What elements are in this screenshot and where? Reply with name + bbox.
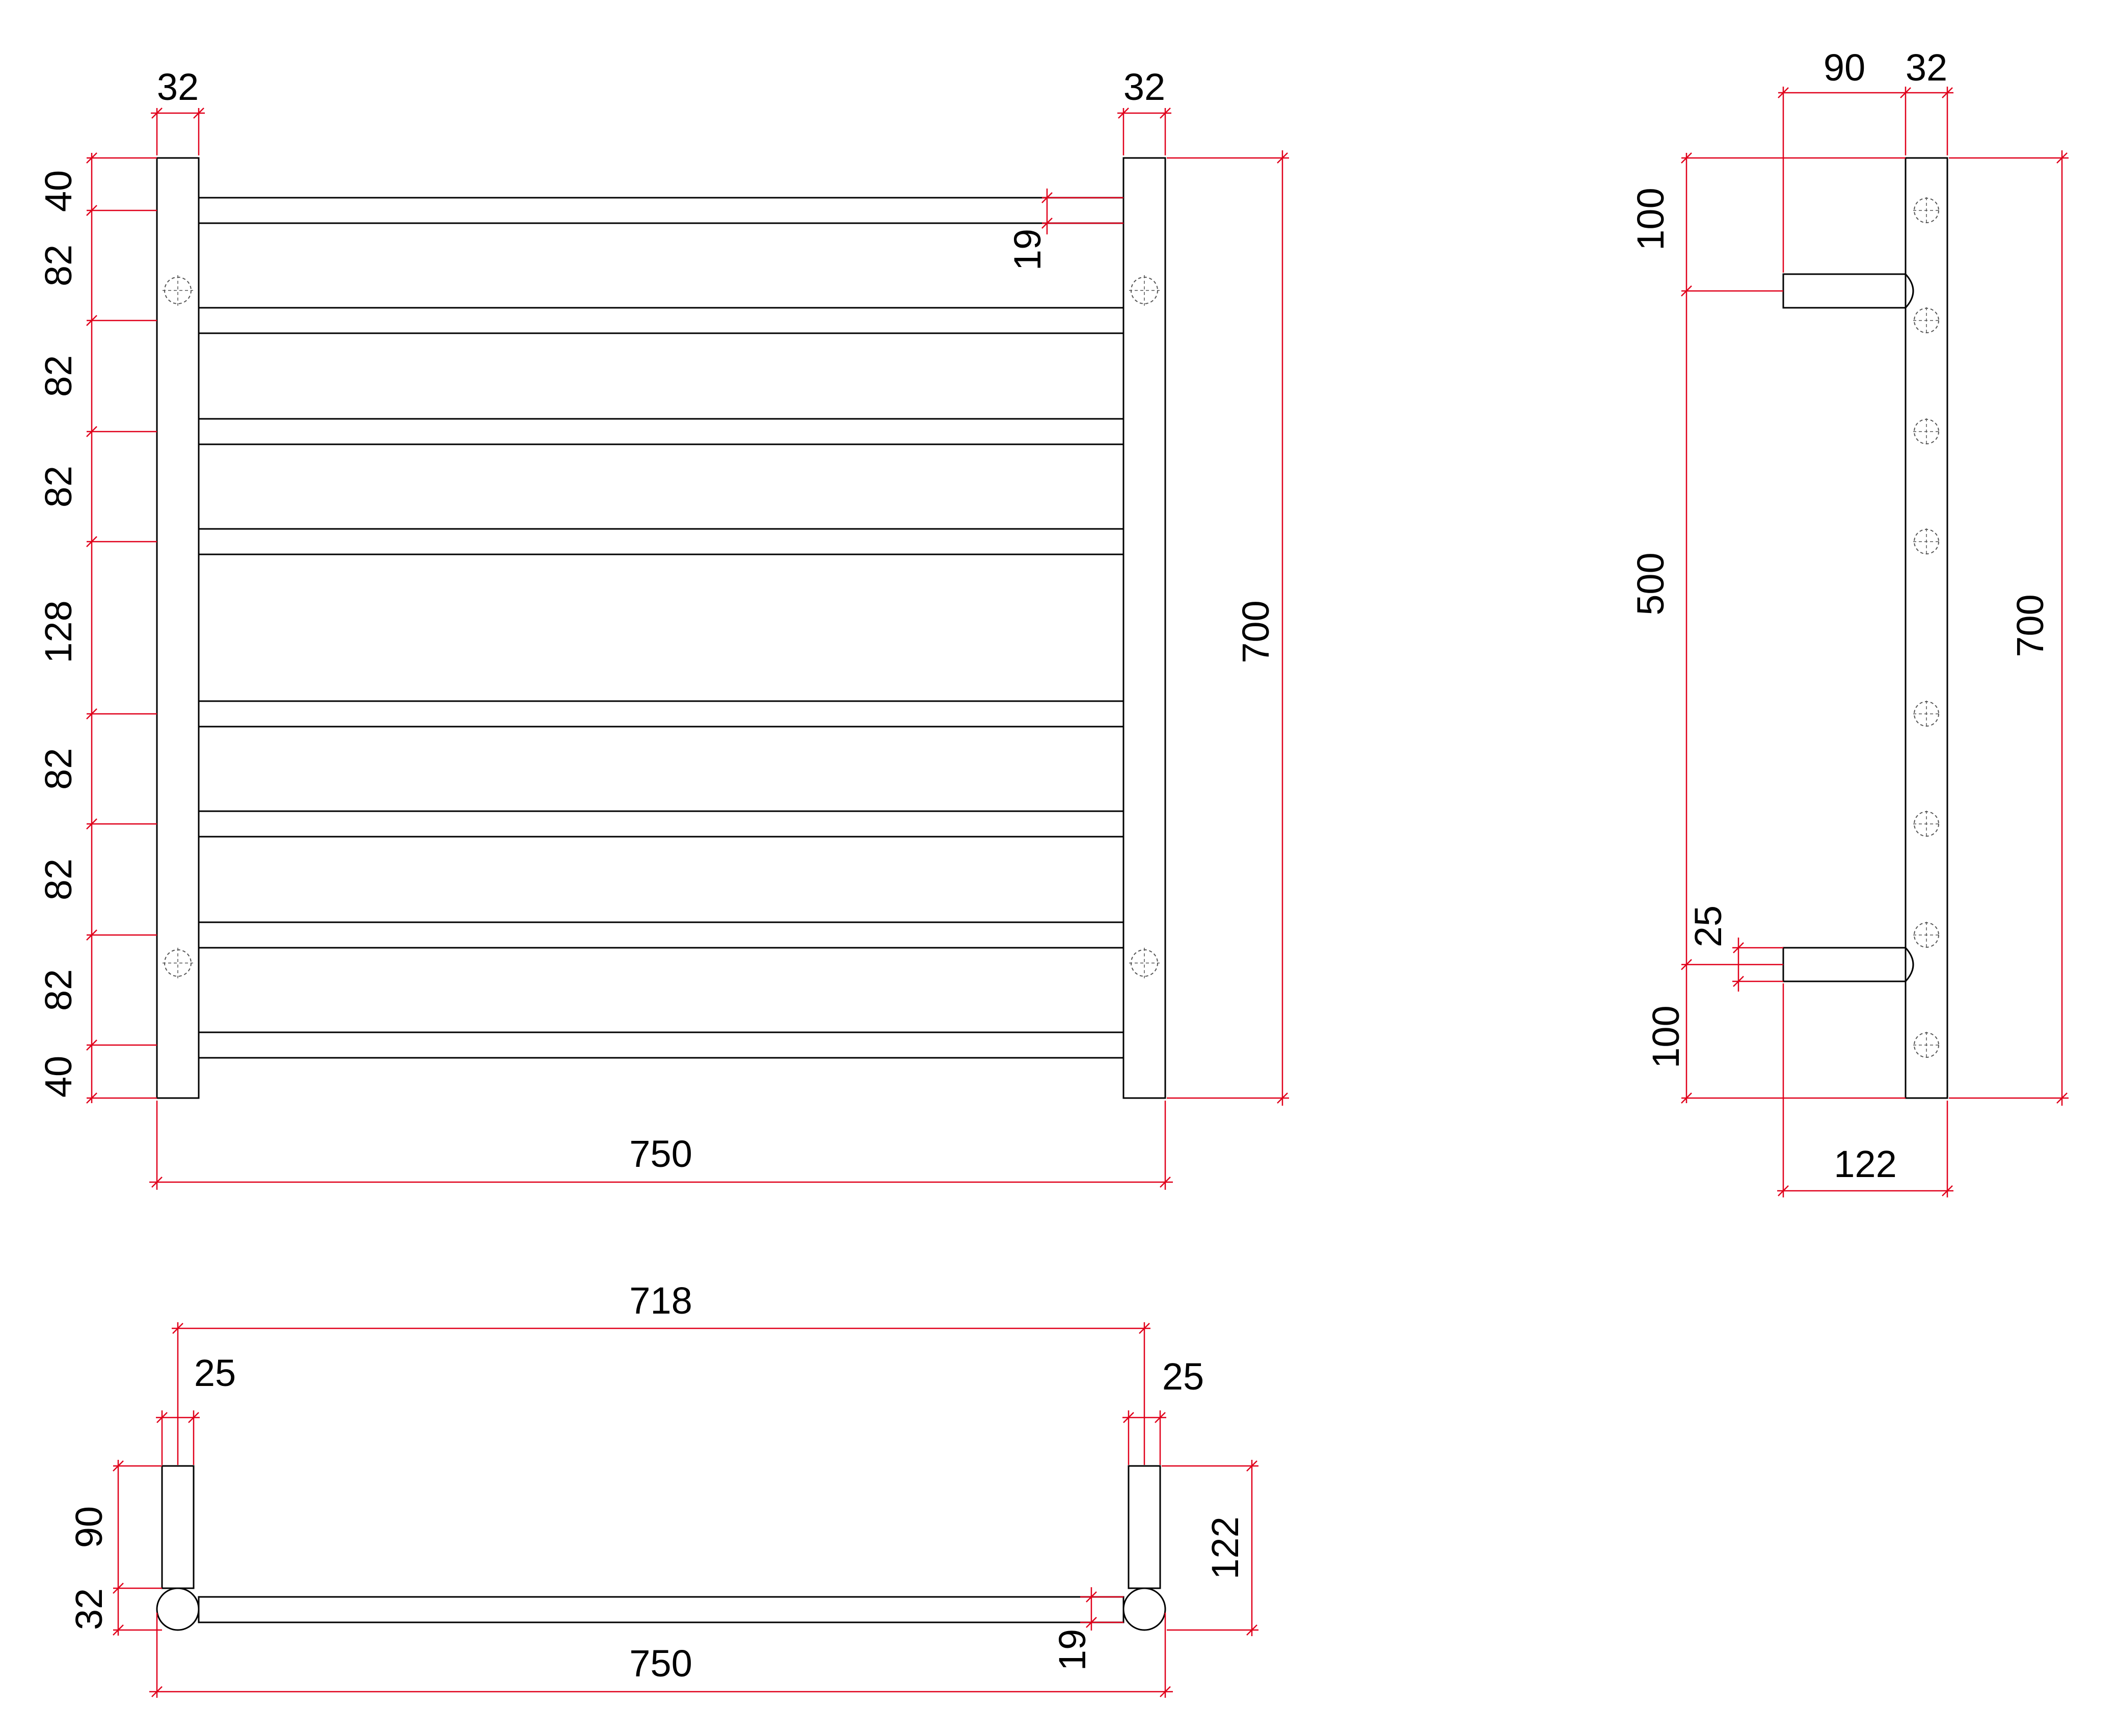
label-front-right-post-width: 32 — [1123, 66, 1165, 108]
front-left-post — [156, 157, 200, 1099]
side-lower-standoff — [1782, 947, 1914, 982]
label-spacing: 82 — [37, 355, 79, 397]
plan-view: 718 25 25 90 32 — [68, 1279, 1258, 1698]
dim-plan-right-depth — [1162, 1460, 1258, 1636]
side-holes — [1913, 197, 1940, 1058]
side-upper-standoff — [1782, 273, 1914, 309]
label-spacing: 128 — [37, 600, 79, 663]
dim-side-height — [1949, 150, 2069, 1106]
dim-front-right-post — [1117, 108, 1171, 155]
label-side-middle: 500 — [1629, 552, 1672, 615]
label-front-total-height: 700 — [1235, 600, 1277, 663]
label-spacing: 82 — [37, 969, 79, 1011]
dim-front-width — [149, 1101, 1173, 1190]
label-side-top-offset: 100 — [1629, 188, 1672, 250]
dim-plan-inner-width — [172, 1322, 1150, 1465]
label-spacing: 40 — [37, 170, 79, 212]
dim-plan-bar-thickness — [1080, 1587, 1123, 1631]
front-bar — [198, 921, 1124, 949]
label-plan-bar-thickness: 19 — [1051, 1629, 1093, 1671]
label-side-standoff-depth: 90 — [1824, 46, 1865, 89]
label-side-total-height: 700 — [2009, 594, 2051, 657]
front-right-post — [1122, 157, 1166, 1099]
dim-front-bar-thickness — [1041, 189, 1123, 234]
label-plan-post: 32 — [68, 1588, 110, 1630]
front-bar — [198, 307, 1124, 334]
plan-left-post — [156, 1587, 200, 1631]
dim-front-spacing-chain — [86, 152, 157, 1104]
label-plan-total-width: 750 — [629, 1642, 692, 1685]
label-spacing: 82 — [37, 245, 79, 286]
front-bar — [198, 1031, 1124, 1059]
label-side-total-depth: 122 — [1834, 1143, 1896, 1185]
label-plan-standoff: 90 — [68, 1506, 110, 1548]
label-plan-right-bracket: 25 — [1162, 1355, 1204, 1398]
dim-front-left-post — [151, 108, 205, 155]
label-front-total-width: 750 — [629, 1133, 692, 1175]
dim-side-bracket — [1732, 938, 1783, 992]
label-side-bottom-offset: 100 — [1645, 1005, 1687, 1068]
label-front-bar-thickness: 19 — [1006, 229, 1049, 271]
dim-side-top — [1778, 87, 1953, 273]
label-side-bracket: 25 — [1687, 905, 1729, 947]
front-bar — [198, 418, 1124, 445]
dim-side-left-chain — [1681, 152, 1906, 1104]
front-bar — [198, 810, 1124, 838]
label-spacing: 82 — [37, 748, 79, 790]
side-post — [1905, 157, 1948, 1099]
dim-front-height — [1167, 150, 1289, 1106]
dim-plan-right-bracket — [1122, 1410, 1166, 1465]
label-plan-inner-width: 718 — [629, 1279, 692, 1322]
plan-right-post — [1122, 1587, 1166, 1631]
dim-plan-left-chain — [113, 1460, 162, 1636]
front-bar — [198, 700, 1124, 728]
label-front-left-post-width: 32 — [157, 66, 199, 108]
label-spacing: 82 — [37, 466, 79, 508]
dim-plan-total-width — [149, 1613, 1173, 1698]
front-mounting-holes — [163, 275, 1160, 978]
label-plan-left-bracket: 25 — [194, 1352, 236, 1394]
label-side-post-depth: 32 — [1906, 46, 1947, 89]
front-bar — [198, 528, 1124, 555]
side-view: 90 32 100 500 100 25 — [1629, 46, 2069, 1197]
dim-side-depth — [1777, 983, 1953, 1197]
dim-plan-left-bracket — [156, 1410, 200, 1465]
front-bar — [198, 197, 1124, 224]
label-spacing: 82 — [37, 859, 79, 900]
front-bars — [198, 197, 1124, 1059]
front-view: 32 32 700 750 — [37, 66, 1289, 1190]
label-plan-total-depth: 122 — [1204, 1516, 1246, 1579]
label-spacing: 40 — [37, 1056, 79, 1098]
